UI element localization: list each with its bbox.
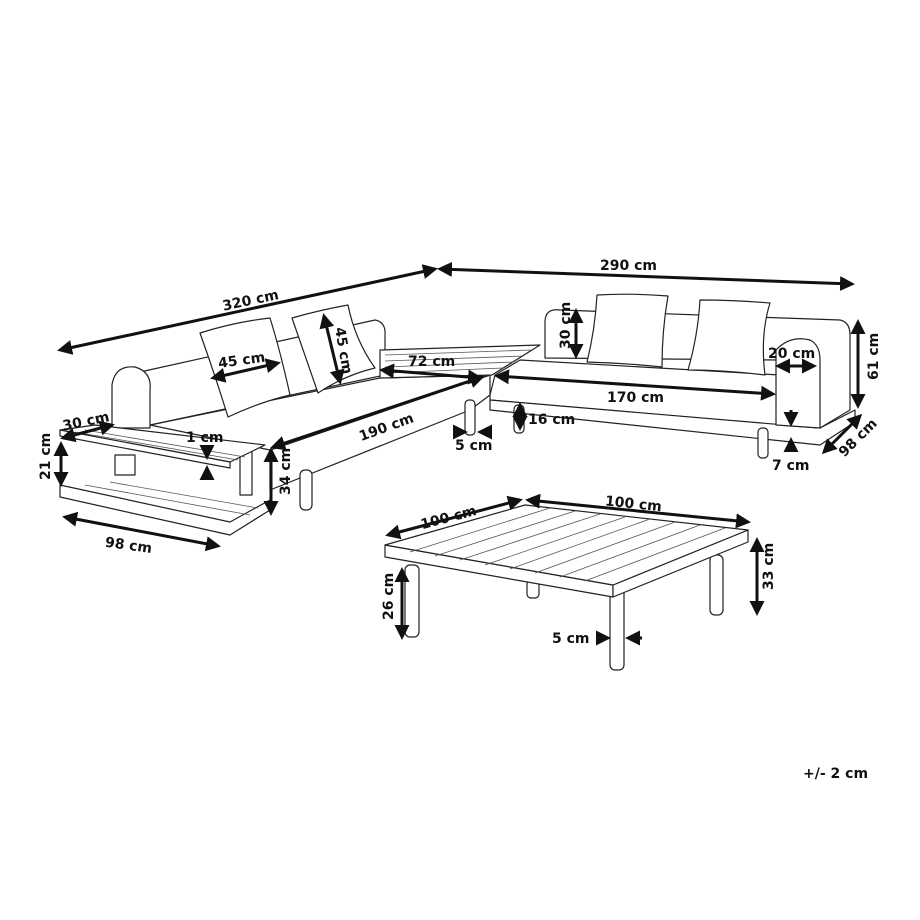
- label-coffee-table-leg-height: 26 cm: [381, 573, 397, 620]
- label-backrest-height: 30 cm: [558, 302, 574, 349]
- label-right-seat-length: 170 cm: [607, 390, 664, 406]
- label-coffee-table-height: 33 cm: [761, 543, 777, 590]
- label-side-table-length: 98 cm: [104, 535, 153, 557]
- label-base-height: 7 cm: [772, 458, 810, 474]
- label-side-table-height: 21 cm: [38, 433, 54, 480]
- label-pillow-width: 45 cm: [217, 350, 266, 372]
- side-table: [59, 424, 271, 536]
- table-leg: [404, 564, 420, 638]
- label-sofa-left-length: 320 cm: [221, 287, 280, 314]
- pillow: [687, 299, 771, 376]
- sofa-leg: [757, 427, 769, 459]
- right-sofa: [489, 309, 856, 459]
- label-coffee-table-width: 100 cm: [604, 493, 662, 515]
- label-leg-height-sofa: 16 cm: [528, 412, 575, 428]
- label-total-height: 61 cm: [866, 333, 882, 380]
- table-leg: [609, 584, 625, 671]
- table-leg: [709, 554, 724, 616]
- label-sofa-right-length: 290 cm: [600, 258, 657, 274]
- label-leg-width-sofa: 5 cm: [455, 438, 493, 454]
- label-corner-table: 72 cm: [408, 354, 455, 370]
- label-side-table-gap: 1 cm: [186, 430, 224, 446]
- sofa-leg: [464, 399, 476, 436]
- label-coffee-table-leg-width: 5 cm: [552, 631, 590, 647]
- dimension-arrows: [53, 261, 866, 646]
- label-seat-height: 34 cm: [278, 448, 294, 495]
- pillow: [586, 293, 669, 368]
- label-armrest-width: 20 cm: [768, 346, 815, 362]
- tolerance-note: +/- 2 cm: [803, 766, 868, 782]
- sofa-leg: [299, 469, 313, 511]
- side-table-support: [114, 454, 136, 476]
